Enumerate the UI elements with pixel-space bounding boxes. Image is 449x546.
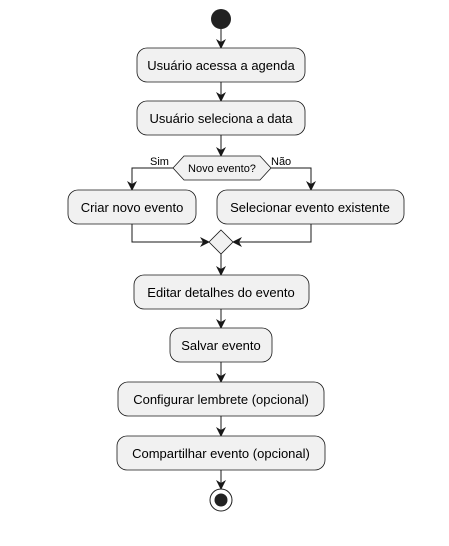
activity-access-label: Usuário acessa a agenda xyxy=(147,58,295,73)
activity-select-existing-label: Selecionar evento existente xyxy=(230,200,390,215)
merge-node xyxy=(208,229,234,255)
activity-create: Criar novo evento xyxy=(67,189,197,225)
edge-decision-to-create xyxy=(127,167,173,191)
activity-save-label: Salvar evento xyxy=(181,338,261,353)
start-node xyxy=(211,9,231,29)
guard-yes: Sim xyxy=(150,156,169,168)
activity-reminder-label: Configurar lembrete (opcional) xyxy=(133,392,309,407)
activity-share-label: Compartilhar evento (opcional) xyxy=(132,446,310,461)
activity-save: Salvar evento xyxy=(169,327,273,363)
edge-select-existing-to-merge xyxy=(232,224,312,247)
decision-new-event: Novo evento? xyxy=(172,155,272,181)
activity-select-date-label: Usuário seleciona a data xyxy=(149,111,293,126)
activity-create-label: Criar novo evento xyxy=(81,200,184,215)
activity-reminder: Configurar lembrete (opcional) xyxy=(117,381,325,417)
activity-select-existing: Selecionar evento existente xyxy=(216,189,405,225)
activity-select-date: Usuário seleciona a data xyxy=(136,100,306,136)
activity-edit-label: Editar detalhes do evento xyxy=(147,285,294,300)
end-node xyxy=(209,488,233,512)
edge-decision-to-select-existing xyxy=(271,167,316,191)
activity-access: Usuário acessa a agenda xyxy=(136,47,306,83)
edge-create-to-merge xyxy=(131,224,210,247)
activity-share: Compartilhar evento (opcional) xyxy=(116,435,326,471)
activity-edit: Editar detalhes do evento xyxy=(133,274,310,310)
decision-new-event-label: Novo evento? xyxy=(188,163,256,175)
guard-no: Não xyxy=(271,156,291,168)
